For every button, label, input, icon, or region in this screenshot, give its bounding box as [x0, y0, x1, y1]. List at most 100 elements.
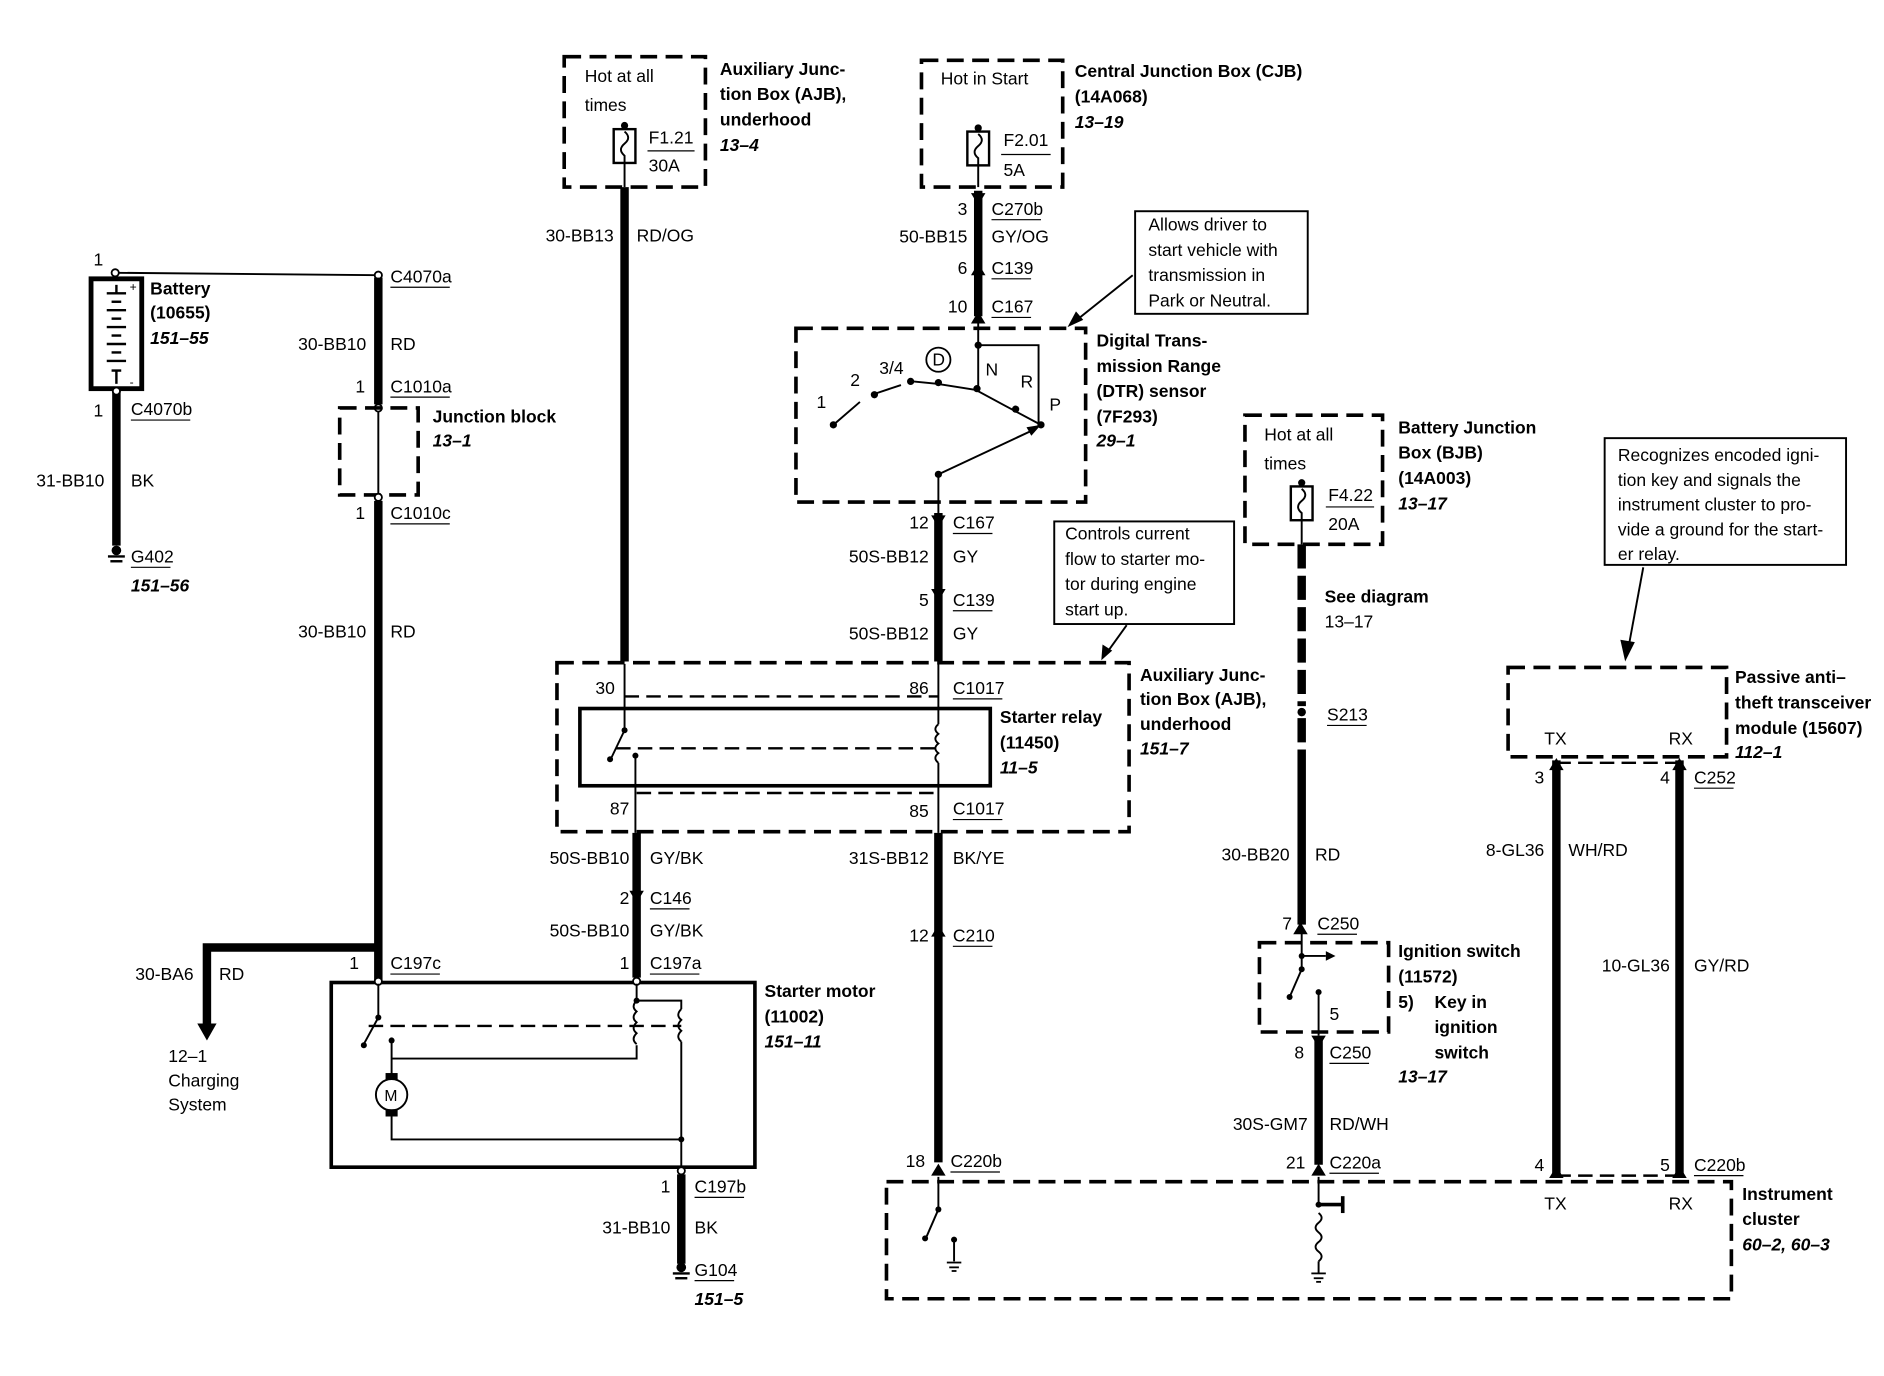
page-ref: 151–56	[131, 575, 190, 595]
contact-dot	[621, 727, 628, 734]
component-name: Central Junction Box (CJB)	[1075, 61, 1303, 81]
callout-text: tor during engine	[1065, 574, 1196, 594]
dtr-pos-r	[1012, 405, 1020, 413]
wire-color: GY	[953, 624, 979, 644]
ground-g104-icon	[672, 1262, 690, 1280]
pats-module-box	[1506, 665, 1729, 759]
connector-arrow-icon	[931, 1163, 946, 1176]
component-name: Starter relay	[1000, 707, 1102, 727]
component-name: cluster	[1742, 1209, 1800, 1229]
battery-positive-wire	[115, 271, 379, 277]
part-number: (10655)	[150, 303, 210, 323]
fuse-feed-dot	[620, 121, 629, 130]
callout-text: Controls current	[1065, 524, 1190, 544]
note-number: 5)	[1398, 992, 1414, 1012]
dtr-position-label: 3/4	[879, 358, 904, 378]
junction-dot	[678, 1136, 685, 1143]
starter-relay-body	[578, 706, 993, 788]
contact-dot	[1298, 952, 1305, 959]
wire-circuit: 31-BB10	[36, 470, 104, 490]
page-ref: 151–5	[695, 1289, 744, 1309]
starter-motor-section: M	[329, 976, 757, 1280]
dtr-wiper-arm	[937, 428, 1035, 476]
cluster-start-switch	[925, 1209, 940, 1238]
pin-label: 3	[1535, 767, 1545, 787]
component-name: Starter motor	[765, 981, 876, 1001]
pin-label: 1	[349, 953, 359, 973]
pin-label: 6	[958, 258, 968, 278]
connector-arrow-icon	[1293, 922, 1308, 935]
component-name: module (15607)	[1735, 718, 1862, 738]
note-text: switch	[1434, 1043, 1488, 1063]
wire-color: BK	[695, 1218, 719, 1238]
pin-tx-label: TX	[1544, 1193, 1567, 1213]
fuse-feed-dot	[1298, 479, 1306, 487]
component-name: Junction block	[433, 406, 557, 426]
fuse-element	[619, 130, 630, 163]
wire-color: GY/RD	[1694, 956, 1749, 976]
pin-label: 12	[909, 925, 928, 945]
callout-text: vide a ground for the start-	[1618, 519, 1823, 539]
page-ref: 12–1	[168, 1046, 207, 1066]
dtr-position-label: D	[932, 350, 945, 370]
fuse-id: F4.22	[1328, 485, 1373, 505]
page-ref: 13–4	[720, 135, 759, 155]
component-name: theft transceiver	[1735, 693, 1871, 713]
pin-label: 4	[1535, 1155, 1545, 1175]
component-name: Auxiliary Junc-	[1140, 665, 1266, 685]
page-ref: 29–1	[1095, 431, 1135, 451]
pin-label: 12	[909, 513, 928, 533]
dtr-position-label: P	[1049, 394, 1061, 414]
page-ref: 151–11	[765, 1032, 822, 1052]
page-ref: 60–2, 60–3	[1742, 1234, 1830, 1254]
fuse-box-label: Hot in Start	[941, 68, 1029, 88]
fuse-rating: 5A	[1004, 160, 1026, 180]
component-name: Battery	[150, 279, 211, 299]
ajb-fuse-box	[562, 54, 708, 189]
motor-glyph: M	[384, 1088, 397, 1105]
pin-label: 87	[610, 799, 629, 819]
connector-name: C210	[953, 925, 995, 945]
hold-in-coil-icon	[677, 1008, 683, 1043]
connector-arrow-icon	[1672, 758, 1687, 771]
dtr-pos-34	[906, 377, 915, 386]
fuse-element	[1297, 488, 1307, 521]
battery-section: + -	[88, 268, 383, 563]
wire-circuit: 30-BB10	[298, 621, 366, 641]
connector-name: C220a	[1329, 1152, 1381, 1172]
ground-name: G402	[131, 546, 174, 566]
callout-arrow-icon	[1067, 311, 1084, 328]
contact-dot	[935, 1206, 942, 1213]
wire-circuit: 30S-GM7	[1233, 1114, 1308, 1134]
wire-circuit: 31-BB10	[602, 1218, 670, 1238]
splice-name: S213	[1327, 705, 1368, 725]
dtr-position-label: 2	[850, 370, 860, 390]
wire-circuit: 8-GL36	[1486, 840, 1544, 860]
ground-name: G104	[695, 1260, 738, 1280]
ground-g402-icon	[107, 545, 125, 563]
instrument-cluster-section	[884, 1176, 1734, 1301]
part-number: (11002)	[765, 1006, 824, 1026]
component-name: Passive anti–	[1735, 667, 1846, 687]
pin-label: 30	[595, 678, 615, 698]
connector-name: C270b	[991, 199, 1043, 219]
wire-circuit: 30-BB20	[1222, 845, 1290, 865]
wire-color: RD	[219, 964, 244, 984]
charging-label: System	[168, 1094, 226, 1114]
solenoid-switch	[362, 1017, 380, 1045]
dtr-pos-n	[973, 385, 981, 393]
part-number: (11450)	[1000, 732, 1059, 752]
pin-label: 5	[919, 590, 929, 610]
dtr-position-label: R	[1020, 371, 1033, 391]
wire-color: RD/WH	[1329, 1114, 1388, 1134]
callout-text: er relay.	[1618, 544, 1680, 564]
page-ref: 13–1	[433, 431, 472, 451]
wire-circuit: 50S-BB12	[849, 624, 929, 644]
connector-arrow-icon	[970, 193, 986, 206]
starter-motor-body	[329, 980, 757, 1169]
pin-label: 10	[948, 297, 968, 317]
callout-arrow-icon	[1620, 639, 1635, 662]
callout-text: Allows driver to	[1148, 215, 1267, 235]
battery-plus-icon: +	[130, 280, 137, 294]
c197b-terminal	[676, 1166, 686, 1176]
